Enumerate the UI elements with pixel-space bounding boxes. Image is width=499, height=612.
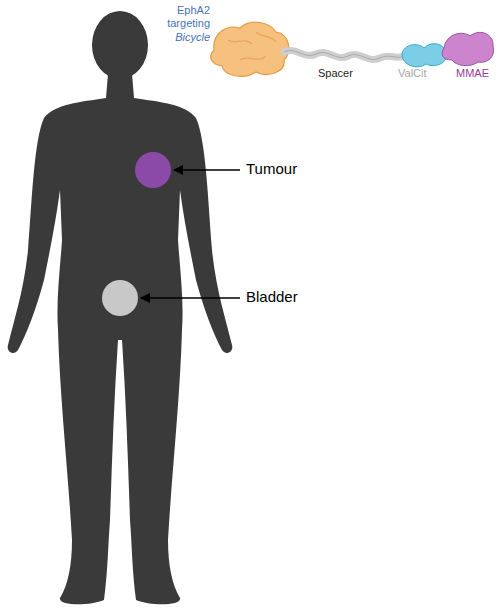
valcit-group — [402, 44, 446, 67]
leader-arrow — [141, 297, 240, 299]
tumour-circle — [135, 152, 171, 188]
molecule-part-label: Spacer — [318, 67, 368, 80]
organ-label: Bladder — [246, 288, 336, 305]
bicycle-texture — [228, 32, 276, 60]
molecule-part-label: EphA2 targeting — [150, 4, 210, 29]
organ-label: Tumour — [246, 160, 336, 177]
leader-arrow — [174, 169, 240, 171]
molecule-part-label: ValCit — [398, 67, 438, 80]
spacer-chain — [284, 50, 404, 59]
bladder-circle — [102, 280, 138, 316]
mmae-payload — [442, 32, 494, 65]
bicycle-peptide — [211, 22, 289, 76]
molecule-part-label: MMAE — [456, 67, 496, 80]
human-silhouette — [8, 11, 233, 604]
spacer-chain-edge — [284, 50, 404, 59]
molecule-part-label: Bicycle — [150, 31, 210, 44]
